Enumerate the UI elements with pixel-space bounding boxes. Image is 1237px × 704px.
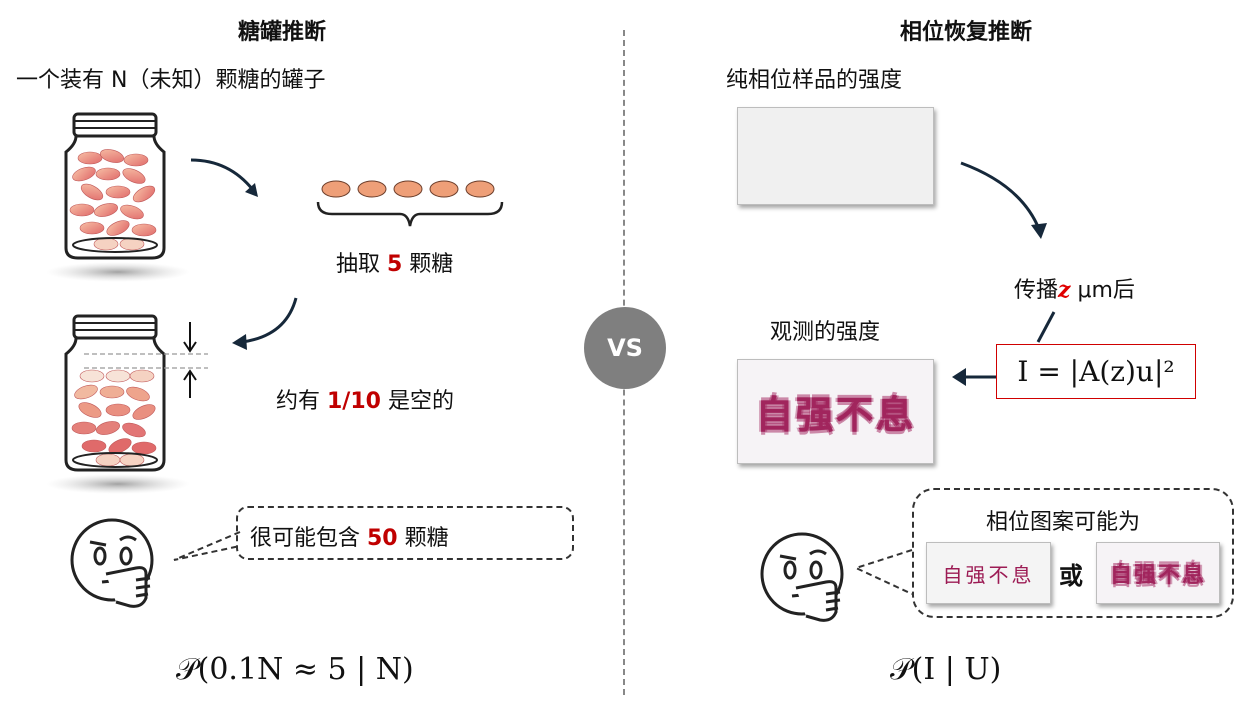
empty-caption: 约有 1/10 是空的	[276, 383, 454, 415]
full-jar-illustration	[46, 112, 190, 282]
observation-arrow	[952, 368, 996, 386]
connector-line	[1036, 311, 1056, 343]
propagate-suffix: μm后	[1070, 278, 1135, 303]
or-label: 或	[1059, 562, 1083, 590]
guess-bubble	[236, 506, 574, 560]
draw-caption: 抽取 5 颗糖	[336, 246, 453, 278]
guess-number: 50	[367, 526, 398, 551]
observed-intensity-image: 自强不息	[737, 359, 934, 464]
candidate-noisy-pattern: 自强不息	[1096, 542, 1220, 604]
propagate-prefix: 传播	[1014, 278, 1059, 303]
propagate-var: z	[1058, 277, 1071, 303]
jar-intro-text: 一个装有 N（未知）颗糖的罐子	[16, 68, 326, 93]
draw-prefix: 抽取	[336, 252, 387, 277]
bubble-pointer-left	[173, 531, 241, 561]
propagation-arrow	[960, 161, 1047, 239]
vs-badge: VS	[584, 307, 666, 389]
draw-number: 5	[387, 252, 403, 277]
left-formula: 𝒫(0.1N ≈ 5 | N)	[176, 652, 414, 687]
return-arrow	[232, 297, 298, 350]
right-formula: 𝒫(I | U)	[890, 652, 1002, 687]
observed-pattern-text: 自强不息	[755, 393, 916, 437]
sample-intro-text: 纯相位样品的强度	[726, 68, 903, 93]
forward-model-equation: I = |A(z)u|²	[996, 344, 1196, 399]
candidate-clean-text: 自强不息	[942, 562, 1035, 587]
guess-text: 很可能包含 50 颗糖	[250, 520, 449, 552]
hypothesis-bubble	[912, 488, 1234, 618]
candidate-noisy-text: 自强不息	[1109, 563, 1206, 588]
sample-intensity-image	[737, 107, 934, 205]
guess-suffix: 颗糖	[397, 526, 449, 551]
left-title: 糖罐推断	[238, 20, 327, 45]
draw-suffix: 颗糖	[402, 252, 454, 277]
empty-fraction: 1/10	[327, 389, 381, 414]
partial-jar-illustration	[46, 314, 190, 494]
observed-label: 观测的强度	[770, 320, 881, 345]
hypothesis-title: 相位图案可能为	[986, 510, 1141, 535]
guess-prefix: 很可能包含	[250, 526, 367, 551]
empty-suffix: 是空的	[380, 389, 454, 414]
draw-arrow	[190, 158, 258, 197]
propagation-caption: 传播z μm后	[1014, 272, 1135, 304]
thinking-face-icon	[70, 518, 154, 608]
thinking-face-icon	[760, 532, 844, 622]
drawn-candies	[316, 180, 504, 227]
empty-prefix: 约有	[276, 389, 327, 414]
empty-level-markers	[84, 322, 208, 398]
bubble-pointer-right	[853, 549, 913, 595]
right-title: 相位恢复推断	[900, 20, 1033, 45]
candidate-clean-pattern: 自强不息	[926, 542, 1051, 604]
